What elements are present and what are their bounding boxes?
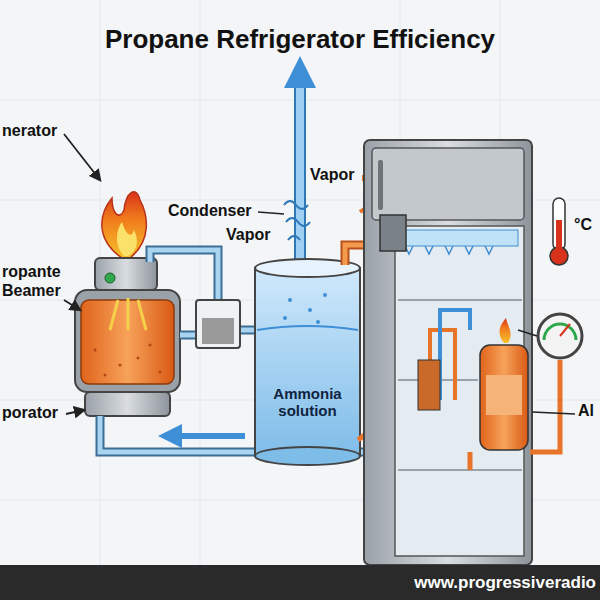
part-label: nerator <box>2 122 57 140</box>
tank-node: Ammonia solution <box>258 381 357 424</box>
part-label: ropante Beamer <box>2 262 66 300</box>
part-label: porator <box>2 404 58 422</box>
watermark: www.progressiveradio <box>414 573 596 593</box>
flow-label: Vapor <box>226 226 270 244</box>
tank-label: Ammonia solution <box>258 385 357 420</box>
part-label: Condenser <box>168 202 252 220</box>
part-label: Al <box>578 402 594 420</box>
unit-label: °C <box>574 216 592 234</box>
flow-label: Vapor <box>310 166 354 184</box>
diagram-title: Propane Refrigerator Efficiency <box>0 24 600 55</box>
